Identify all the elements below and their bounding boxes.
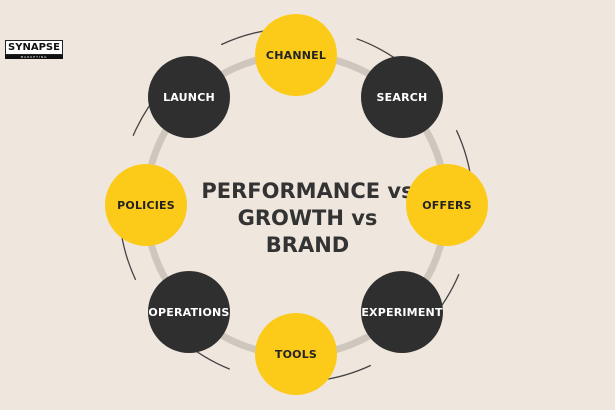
node-label: OFFERS xyxy=(422,198,472,212)
node-policies: POLICIES xyxy=(105,164,187,246)
node-label: TOOLS xyxy=(274,347,318,361)
center-title: PERFORMANCE vs GROWTH vs BRAND xyxy=(185,178,430,259)
center-title-line-3: BRAND xyxy=(265,233,350,257)
node-label: POLICIES xyxy=(117,198,175,212)
node-label: SEARCH xyxy=(376,90,428,104)
node-tools: TOOLS xyxy=(255,313,337,395)
node-label: LAUNCH xyxy=(163,90,215,104)
node-experiment: EXPERIMENT xyxy=(361,271,443,353)
center-title-line-1: PERFORMANCE vs xyxy=(201,179,414,203)
logo-subtext: MARKETING xyxy=(5,55,63,59)
node-label: CHANNEL xyxy=(265,48,327,62)
center-title-line-2: GROWTH vs xyxy=(237,206,378,230)
logo-text: SYNAPSE xyxy=(5,40,63,55)
node-search: SEARCH xyxy=(361,56,443,138)
node-operations: OPERATIONS xyxy=(148,271,230,353)
node-offers: OFFERS xyxy=(406,164,488,246)
node-launch: LAUNCH xyxy=(148,56,230,138)
node-channel: CHANNEL xyxy=(255,14,337,96)
brand-logo: SYNAPSE MARKETING xyxy=(5,40,63,59)
node-label: OPERATIONS xyxy=(148,305,230,319)
node-label: EXPERIMENT xyxy=(361,305,443,319)
